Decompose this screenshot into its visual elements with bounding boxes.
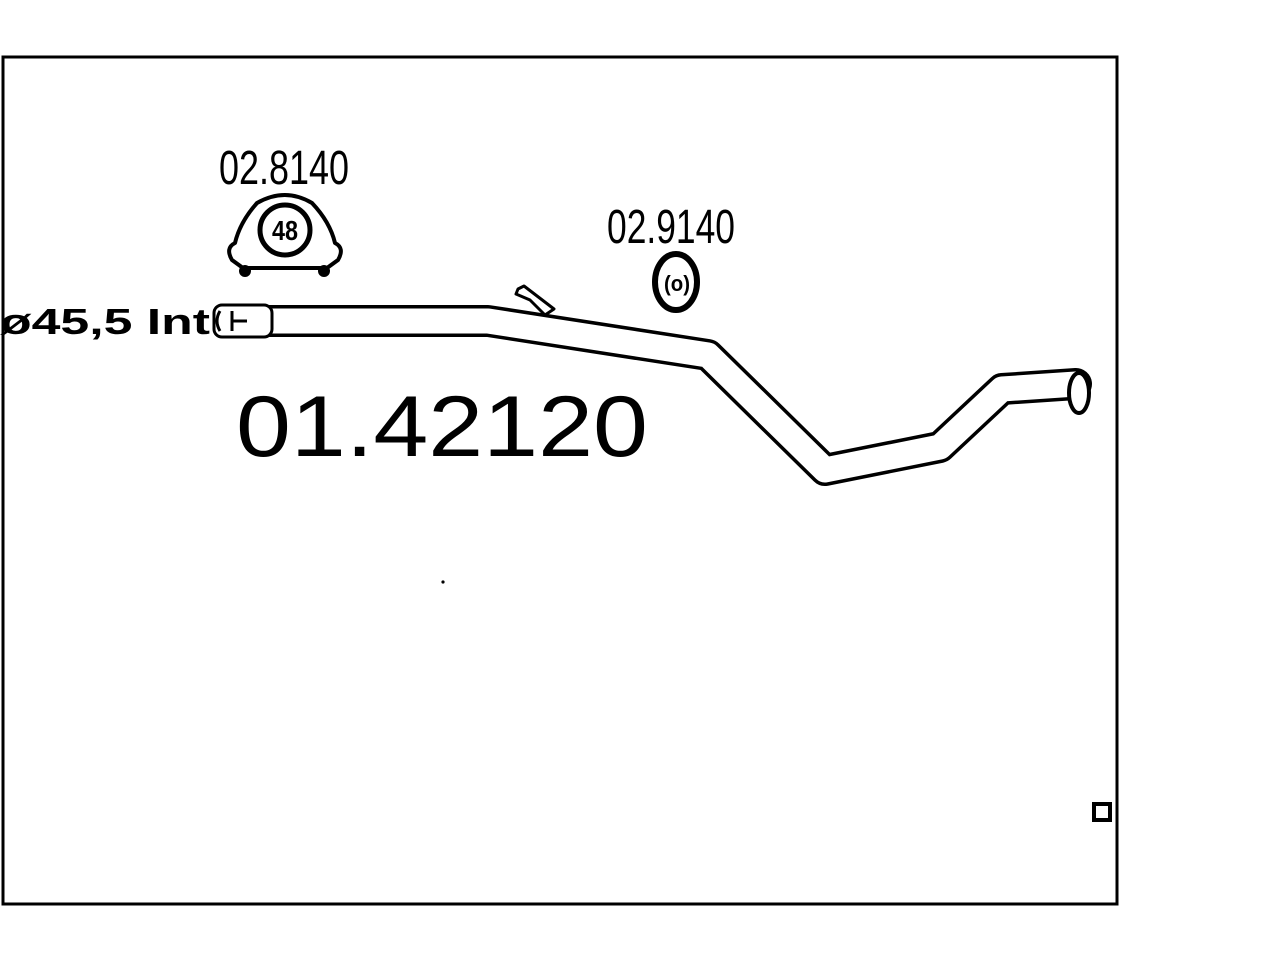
drawing-frame bbox=[1, 55, 1119, 906]
stray-dot bbox=[441, 580, 445, 584]
clamp-icon: 48 bbox=[227, 193, 343, 277]
clamp-part-number: 02.8140 bbox=[219, 142, 349, 195]
frame-marker bbox=[1092, 802, 1112, 822]
rubber-hanger-icon: (o) bbox=[652, 251, 700, 313]
pipe-outlet bbox=[1067, 371, 1091, 415]
exhaust-pipe bbox=[230, 305, 1092, 486]
hanger-hook bbox=[514, 284, 556, 317]
clamp-size-label: 48 bbox=[272, 215, 298, 246]
part-number: 01.42120 bbox=[236, 379, 648, 475]
hanger-label: (o) bbox=[664, 271, 690, 296]
pipe-inlet bbox=[212, 303, 274, 339]
hanger-part-number: 02.9140 bbox=[607, 201, 735, 254]
diameter-label: ø45,5 Int bbox=[0, 301, 210, 342]
